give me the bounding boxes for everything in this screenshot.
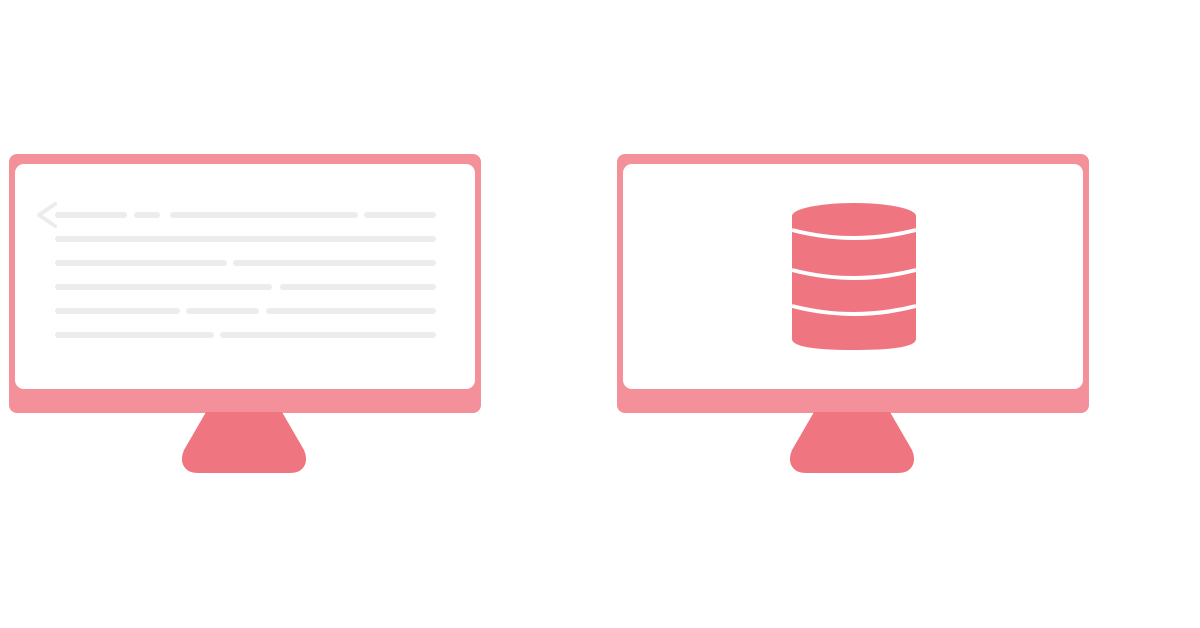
code-line: [186, 308, 259, 314]
code-line: [55, 260, 227, 266]
chevron-left-icon: [37, 202, 57, 228]
code-line: [55, 332, 214, 338]
monitor-screen: [623, 164, 1083, 389]
code-line: [55, 308, 180, 314]
monitor-database: [617, 154, 1089, 473]
monitor-screen: [15, 164, 475, 389]
monitor-stand: [182, 412, 306, 473]
code-line: [364, 212, 436, 218]
code-line: [233, 260, 436, 266]
monitor-stand: [790, 412, 914, 473]
monitor-code: [9, 154, 481, 473]
code-line: [220, 332, 436, 338]
code-line: [55, 284, 272, 290]
code-line: [55, 212, 127, 218]
code-line: [170, 212, 358, 218]
database-icon: [791, 203, 917, 350]
code-line: [134, 212, 160, 218]
code-line: [55, 236, 436, 242]
code-line: [280, 284, 436, 290]
code-line: [266, 308, 436, 314]
